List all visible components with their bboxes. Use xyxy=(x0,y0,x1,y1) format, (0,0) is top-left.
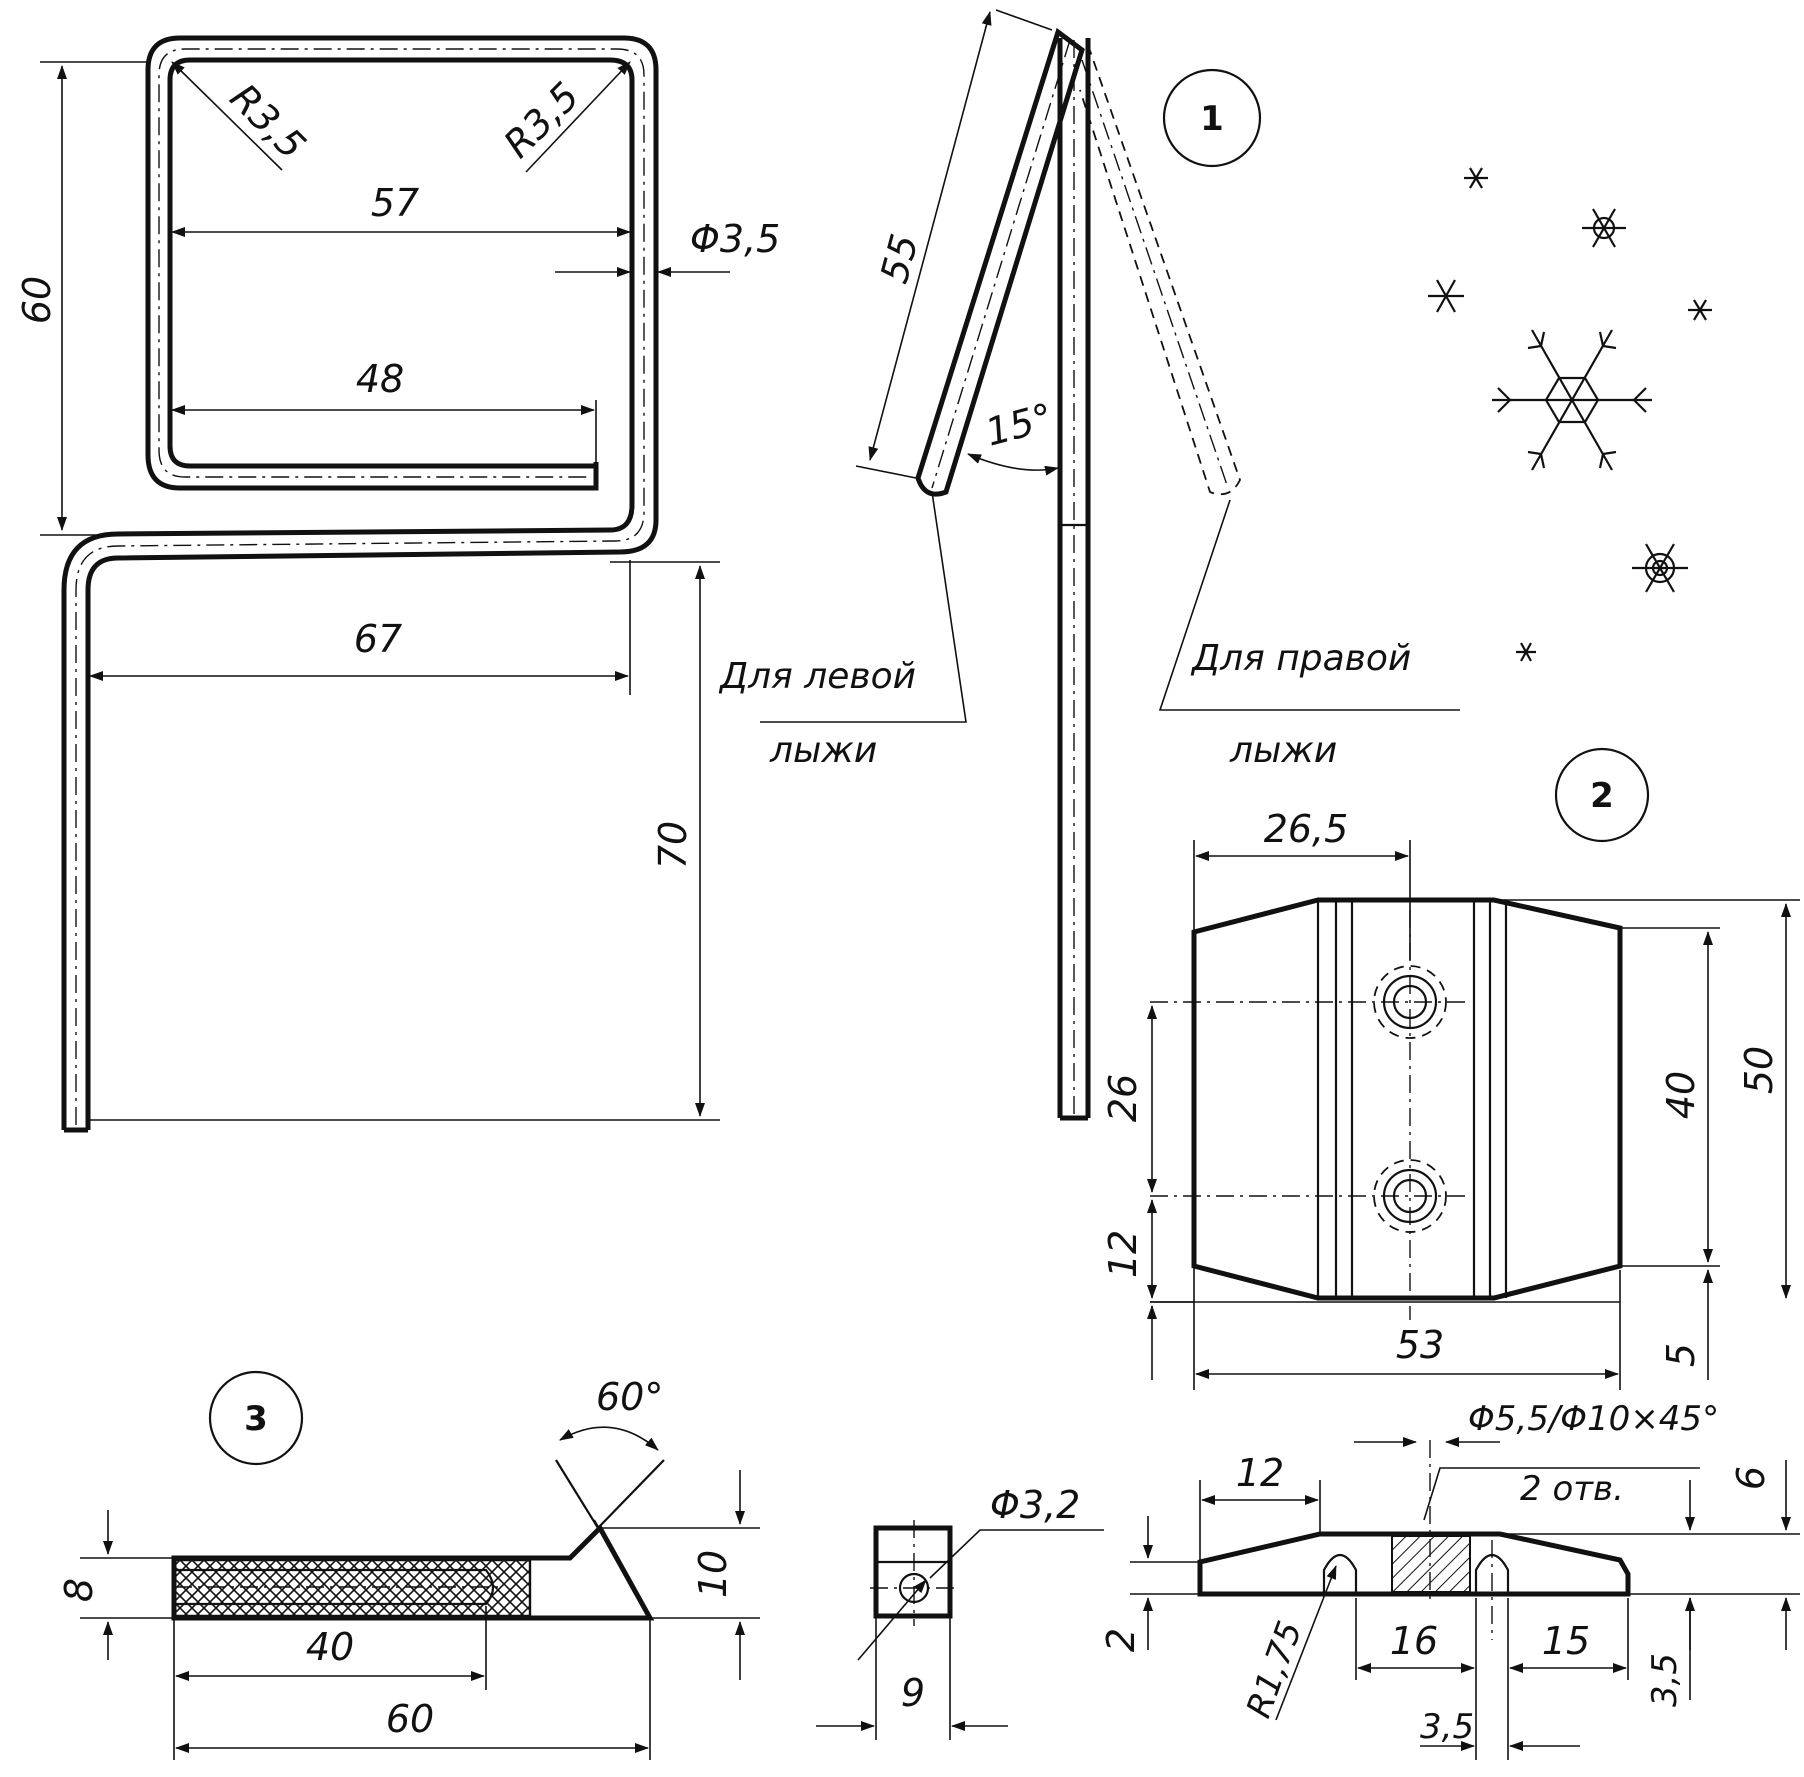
figure-number-2: 2 xyxy=(1590,776,1614,816)
figure-marker-2: 2 xyxy=(1554,747,1650,843)
dim-hole-count: 2 отв. xyxy=(1520,1469,1624,1509)
plate-section: Φ5,5/Φ10×45° 2 отв. 12 6 2 R1,75 16 15 xyxy=(1099,1399,1800,1760)
dim-tube-hole: Φ3,2 xyxy=(990,1483,1080,1527)
sec-dim-15: 15 xyxy=(1542,1619,1590,1663)
dim-tube-angle: 60° xyxy=(596,1375,663,1419)
label-left-ski-line1: Для левой xyxy=(718,656,916,697)
wire-clip-view: 60 R3,5 R3,5 57 Φ3,5 48 67 70 xyxy=(15,35,780,1133)
snowflake-icon xyxy=(1516,642,1536,662)
label-left-ski-line2: лыжи xyxy=(769,730,877,771)
dim-radius-left: R3,5 xyxy=(222,75,315,168)
dim-radius-right: R3,5 xyxy=(495,74,588,167)
dim-width-53: 53 xyxy=(1396,1323,1444,1367)
dim-tube-height-10: 10 xyxy=(691,1550,735,1598)
snowflake-icon xyxy=(1582,208,1626,248)
plate-view: 26,5 26 12 40 50 5 53 xyxy=(1101,807,1800,1390)
tube-end-view: Φ3,2 9 xyxy=(816,1483,1104,1740)
dim-offset-26-5: 26,5 xyxy=(1264,807,1349,851)
dim-hole-offset-12: 12 xyxy=(1101,1230,1145,1278)
dim-hole-spec: Φ5,5/Φ10×45° xyxy=(1468,1399,1719,1439)
sec-dim-12: 12 xyxy=(1236,1451,1284,1495)
dim-wire-diameter: Φ3,5 xyxy=(690,217,780,261)
snowflake-icon xyxy=(1464,167,1488,189)
dim-leg-width-67: 67 xyxy=(354,617,402,661)
figure-marker-3: 3 xyxy=(208,1370,304,1466)
tube-view: 60° 8 10 40 60 xyxy=(57,1375,760,1760)
dim-leg-height-70: 70 xyxy=(651,821,695,869)
side-view: 55 15° Для левой лыжи Для правой лыжи xyxy=(718,9,1460,1121)
sec-dim-3-5-bottom: 3,5 xyxy=(1420,1707,1474,1747)
dim-inner-bar-48: 48 xyxy=(356,357,404,401)
dim-tube-total-60: 60 xyxy=(386,1697,434,1741)
label-right-ski-line1: Для правой xyxy=(1190,638,1411,679)
dim-height-60: 60 xyxy=(15,276,59,324)
dim-angle-15: 15° xyxy=(981,395,1057,455)
sec-dim-16: 16 xyxy=(1390,1619,1438,1663)
snowflake-icon xyxy=(1688,299,1712,321)
snowflake-icon xyxy=(1632,543,1688,593)
figure-number-1: 1 xyxy=(1200,99,1224,139)
dim-tube-height-8: 8 xyxy=(57,1578,101,1602)
dim-tube-inner-40: 40 xyxy=(306,1625,354,1669)
dim-tube-width-9: 9 xyxy=(901,1671,925,1715)
dim-inner-height-40: 40 xyxy=(1659,1071,1703,1119)
sec-dim-2: 2 xyxy=(1099,1628,1143,1652)
snowflakes-decor xyxy=(1428,167,1712,662)
dim-inner-width-57: 57 xyxy=(371,181,419,225)
sec-dim-radius: R1,75 xyxy=(1239,1616,1311,1723)
label-right-ski-line2: лыжи xyxy=(1229,730,1337,771)
sec-dim-6: 6 xyxy=(1729,1466,1773,1490)
sec-dim-3-5-vertical: 3,5 xyxy=(1645,1653,1685,1707)
figure-marker-1: 1 xyxy=(1162,68,1262,168)
figure-number-3: 3 xyxy=(244,1399,268,1439)
snowflake-icon xyxy=(1428,279,1464,313)
dim-total-height-50: 50 xyxy=(1737,1046,1781,1094)
dim-hole-spacing-26: 26 xyxy=(1101,1074,1145,1122)
dim-edge-5: 5 xyxy=(1659,1343,1703,1367)
snowflake-icon xyxy=(1492,329,1652,471)
